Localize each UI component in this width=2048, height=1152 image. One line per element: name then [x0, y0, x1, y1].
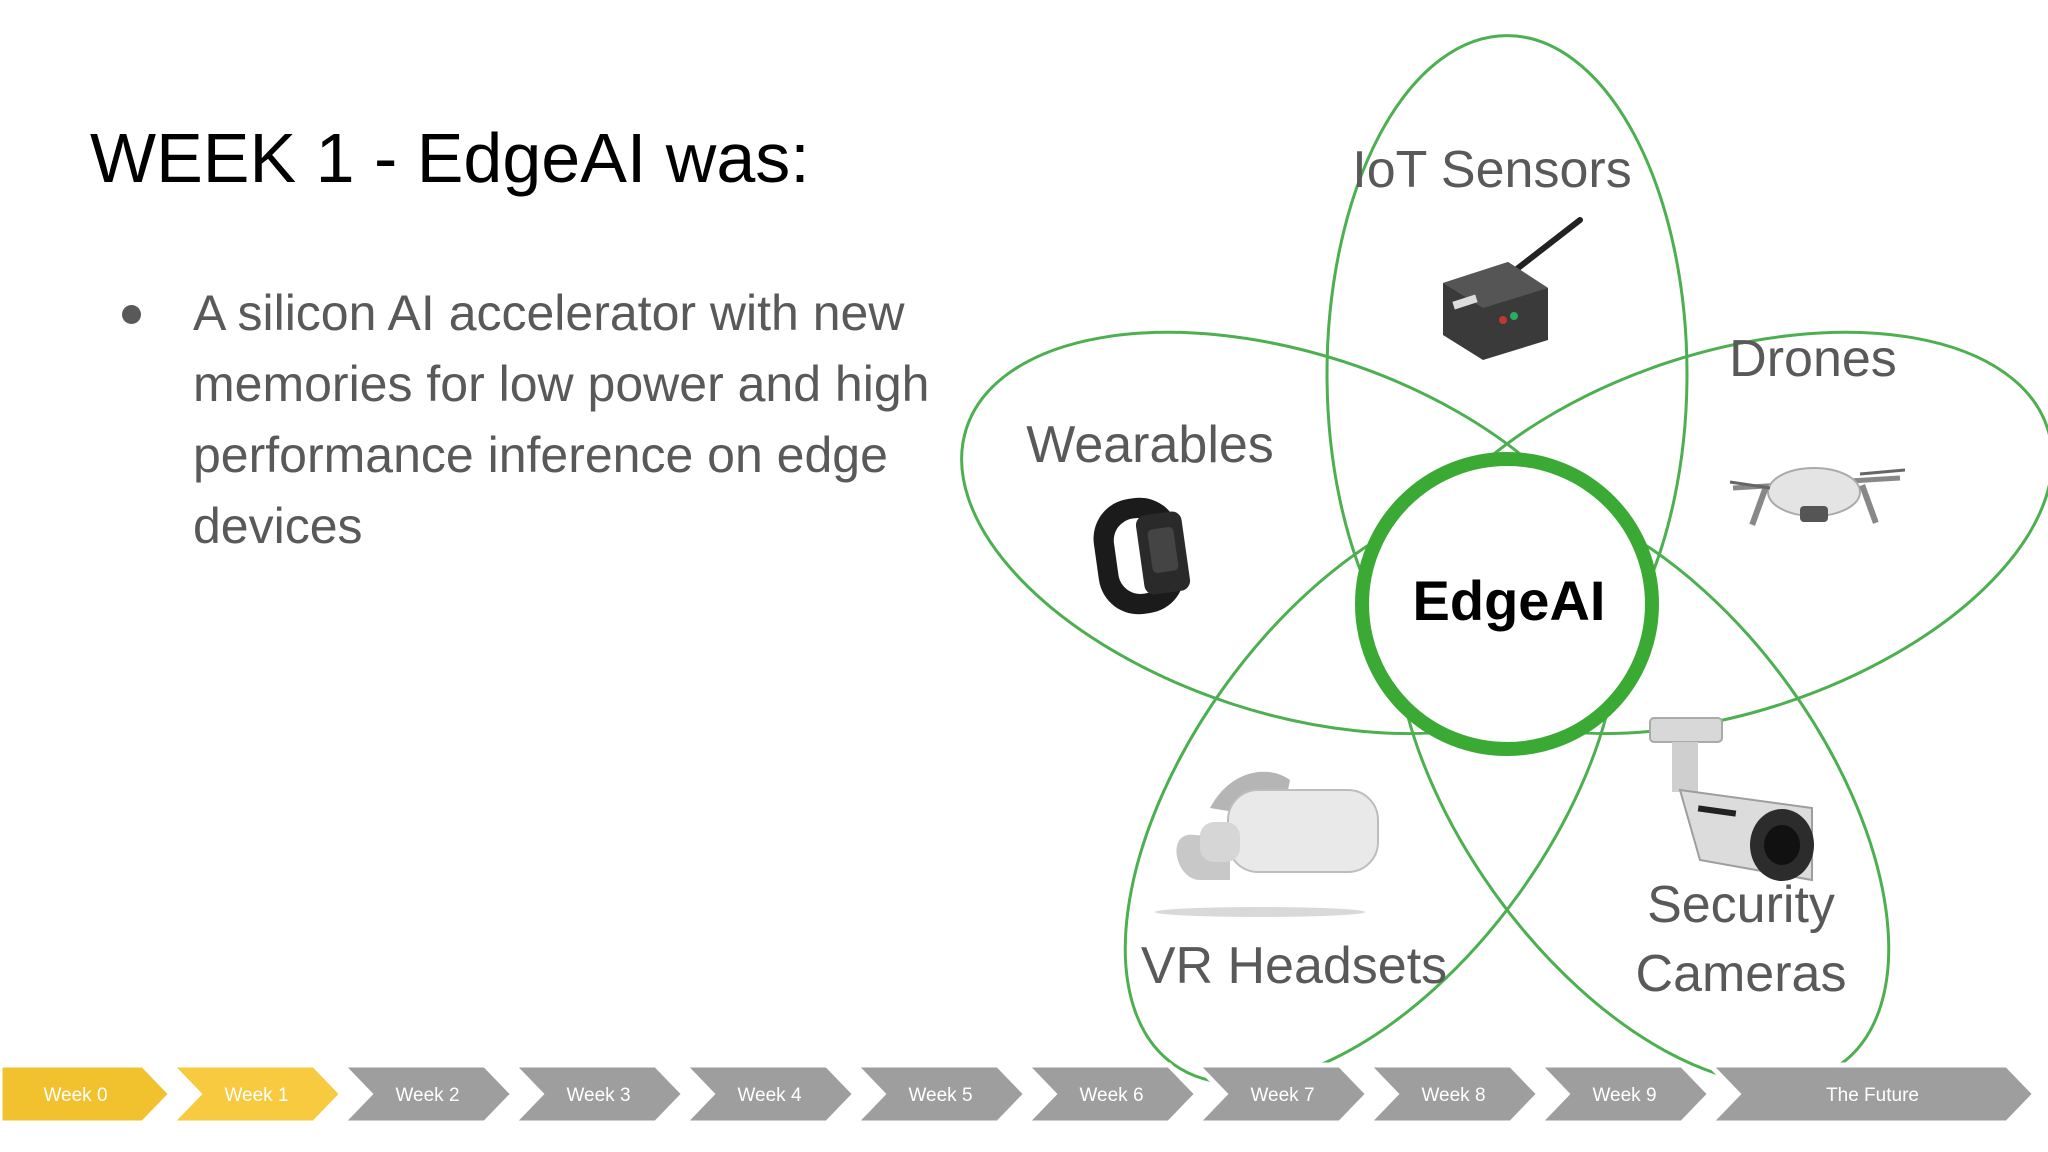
timeline-step-label: Week 4 — [737, 1085, 802, 1106]
timeline-step-the-future[interactable]: The Future — [1704, 1062, 2039, 1126]
petal-label-security: Security — [1647, 876, 1835, 934]
timeline-step-label: Week 7 — [1250, 1085, 1314, 1106]
center-ring — [1355, 452, 1659, 756]
timeline-step-week-0[interactable]: Week 0 — [0, 1062, 175, 1126]
timeline-step-label: Week 3 — [566, 1085, 630, 1106]
timeline-chevron[interactable] — [165, 1062, 346, 1126]
timeline-step-week-8[interactable]: Week 8 — [1362, 1062, 1543, 1126]
timeline-chevron[interactable] — [1020, 1062, 1201, 1126]
petal-labels: IoT Sensors Drones Security Cameras VR H… — [1026, 141, 1897, 1003]
week-timeline: Week 0 Week 1 Week 2 Week 3 Week 4 Week 5 Week… — [0, 1062, 2039, 1126]
timeline-step-label: Week 2 — [395, 1085, 459, 1106]
timeline-chevron[interactable] — [336, 1062, 517, 1126]
timeline-chevron[interactable] — [1362, 1062, 1543, 1126]
bullet-list: A silicon AI accelerator with new memori… — [113, 278, 993, 562]
timeline-step-week-3[interactable]: Week 3 — [507, 1062, 688, 1126]
fitness-band-icon — [1093, 497, 1191, 615]
timeline-step-label: Week 6 — [1079, 1085, 1143, 1106]
timeline-step-week-6[interactable]: Week 6 — [1020, 1062, 1201, 1126]
drone-icon — [1729, 467, 1906, 526]
bullet-text: A silicon AI accelerator with new memori… — [193, 285, 930, 554]
bullet-item: A silicon AI accelerator with new memori… — [113, 278, 993, 562]
vr-headset-icon — [1155, 771, 1379, 917]
timeline-chevron[interactable] — [507, 1062, 688, 1126]
center-label: EdgeAI — [1413, 569, 1606, 632]
timeline-step-label: Week 8 — [1421, 1085, 1485, 1106]
timeline-chevron[interactable] — [1533, 1062, 1714, 1126]
timeline-step-week-4[interactable]: Week 4 — [678, 1062, 859, 1126]
timeline-chevron[interactable] — [678, 1062, 859, 1126]
timeline-step-week-2[interactable]: Week 2 — [336, 1062, 517, 1126]
timeline-step-week-5[interactable]: Week 5 — [849, 1062, 1030, 1126]
petal-label-wearables: Wearables — [1026, 416, 1274, 474]
timeline-step-week-7[interactable]: Week 7 — [1191, 1062, 1372, 1126]
timeline-step-label: The Future — [1826, 1085, 1919, 1106]
petal-label-cameras: Cameras — [1636, 945, 1847, 1003]
petal-label-vr-headsets: VR Headsets — [1141, 937, 1447, 995]
timeline-step-week-1[interactable]: Week 1 — [165, 1062, 346, 1126]
timeline-chevron[interactable] — [0, 1062, 175, 1126]
timeline-chevron[interactable] — [849, 1062, 1030, 1126]
timeline-chevron[interactable] — [1704, 1062, 2039, 1126]
timeline-chevron[interactable] — [1191, 1062, 1372, 1126]
timeline-step-label: Week 5 — [908, 1085, 972, 1106]
slide-title: WEEK 1 - EdgeAI was: — [90, 119, 810, 197]
timeline-step-label: Week 0 — [43, 1085, 107, 1106]
security-camera-icon — [1649, 717, 1814, 882]
timeline-step-week-9[interactable]: Week 9 — [1533, 1062, 1714, 1126]
timeline-step-label: Week 1 — [224, 1085, 288, 1106]
petal-label-drones: Drones — [1729, 330, 1897, 388]
bullet-dot-icon — [122, 305, 141, 324]
petal-label-iot-sensors: IoT Sensors — [1352, 141, 1631, 199]
iot-sensor-device-icon — [1443, 217, 1583, 360]
timeline-step-label: Week 9 — [1592, 1085, 1656, 1106]
